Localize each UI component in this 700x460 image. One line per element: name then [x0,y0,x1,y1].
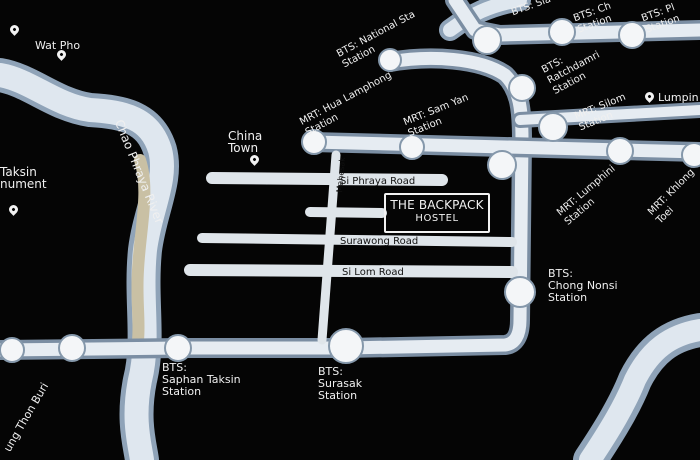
surawong-road-label: Surawong Road [340,236,419,247]
wat-pho-label: Wat Pho [35,39,81,52]
roads [184,150,518,345]
taksin-monument-label: Taksin nument [0,165,47,191]
si-phraya-road-label: Si Phraya Road [340,176,416,187]
bts-chong-nonsi-label: BTS: Chong Nonsi Station [548,267,618,304]
lumpini-label: Lumpin [658,91,699,104]
hostel-name: THE BACKPACK [390,198,484,212]
bts-saphan-taksin-label: BTS: Saphan Taksin Station [162,361,241,398]
hostel-marker[interactable]: THE BACKPACK HOSTEL [384,193,490,233]
hostel-subtitle: HOSTEL [415,213,459,224]
si-lom-road-label: Si Lom Road [342,267,404,278]
china-town-label: China Town [228,129,263,155]
stations [0,18,700,364]
bts-surasak-label: BTS: Surasak Station [318,365,363,402]
